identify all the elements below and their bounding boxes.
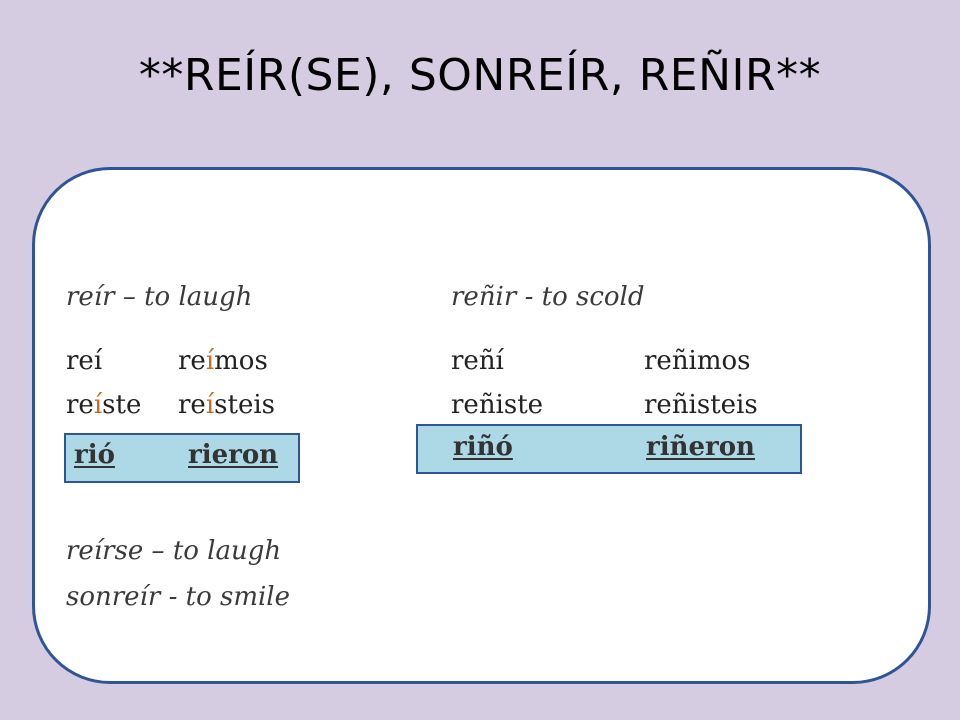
renir-tu: reñiste (451, 390, 544, 420)
reirse-note: reírse – to laugh (66, 536, 282, 566)
slide-title: **REÍR(SE), SONREÍR, REÑIR** (138, 50, 822, 101)
reir-tu: reíste (66, 390, 142, 420)
reir-nosotros: reímos (178, 346, 268, 376)
sonreir-note: sonreír - to smile (66, 582, 290, 612)
renir-vosotros: reñisteis (644, 390, 758, 420)
renir-irregular-box (416, 424, 802, 474)
accent-letter: í (205, 390, 215, 420)
renir-nosotros: reñimos (644, 346, 751, 376)
reir-el: rió (74, 440, 115, 470)
reir-vosotros: reísteis (178, 390, 275, 420)
reir-heading: reír – to laugh (66, 282, 253, 312)
reir-irregular-box (64, 433, 300, 483)
renir-yo: reñí (451, 346, 504, 376)
renir-ellos: riñeron (646, 432, 755, 462)
renir-heading: reñir - to scold (451, 282, 645, 312)
accent-letter: í (93, 390, 103, 420)
accent-letter: í (205, 346, 215, 376)
renir-el: riñó (453, 432, 513, 462)
reir-yo: reí (66, 346, 103, 376)
reir-ellos: rieron (188, 440, 279, 470)
